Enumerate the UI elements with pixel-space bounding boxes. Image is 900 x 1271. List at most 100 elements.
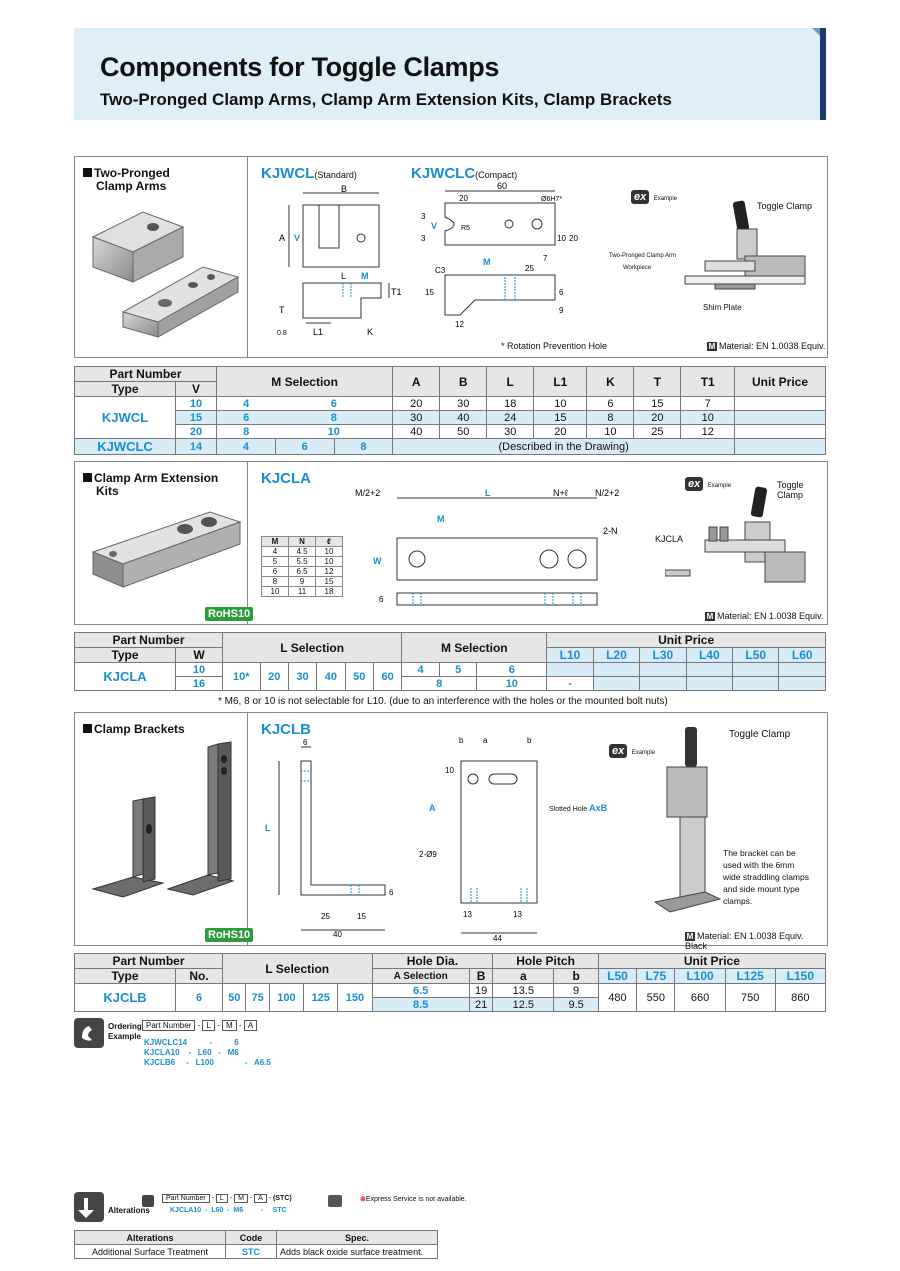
table-cell: 4 <box>401 662 440 677</box>
th-l1: L1 <box>533 366 588 397</box>
table-cell: 20 <box>259 662 289 691</box>
table-cell: 40 <box>316 662 346 691</box>
svg-text:40: 40 <box>333 930 342 939</box>
kjwclc-drawing: 60 20 Ø6H7* R5 3 V 3 10 20 7 25 M 15 6 9… <box>421 181 578 329</box>
price-cell <box>592 662 641 677</box>
mini-td: 18 <box>315 586 343 597</box>
table-cell: 10 <box>680 410 735 425</box>
th-l50: L50 <box>597 968 638 984</box>
th-part-number: Part Number <box>74 953 223 969</box>
table-cell: Adds black oxide surface treatment. <box>276 1244 438 1259</box>
svg-text:15: 15 <box>425 288 434 297</box>
th-l75: L75 <box>636 968 676 984</box>
svg-text:a: a <box>483 736 488 745</box>
table-cell: 10 <box>533 396 588 411</box>
format-part-number: Part Number <box>142 1020 196 1031</box>
table-cell: 125 <box>303 983 339 1012</box>
th-k: K <box>586 366 635 397</box>
table-cell: 25 <box>633 424 682 439</box>
th-v: V <box>175 381 217 397</box>
mini-td: 4 <box>261 546 289 557</box>
table-cell: 10 <box>175 662 223 677</box>
table-cell: Additional Surface Treatment <box>74 1244 226 1259</box>
cell-type-kjclb: KJCLB <box>74 983 176 1012</box>
price-cell <box>639 662 687 677</box>
svg-text:b: b <box>459 736 464 745</box>
desc-line: clamps. <box>723 896 753 906</box>
th-l: L <box>486 366 535 397</box>
mini-td: 15 <box>315 576 343 587</box>
alt-a: A <box>254 1194 267 1203</box>
svg-text:Ø6H7*: Ø6H7* <box>541 196 562 203</box>
th-code: Code <box>225 1230 277 1245</box>
table-cell: 10 <box>275 424 394 439</box>
svg-text:13: 13 <box>463 910 472 919</box>
th-a: a <box>492 968 555 984</box>
table-cell: 15 <box>533 410 588 425</box>
table-cell: 50 <box>439 424 488 439</box>
th-b-pitch: b <box>553 968 599 984</box>
th-t: T <box>633 366 682 397</box>
mini-td: 9 <box>288 576 316 587</box>
table-cell: 5 <box>438 662 478 677</box>
panel-clamp-brackets: Clamp Brackets RoHS10 KJCLB 6 L 25 15 40… <box>74 712 828 951</box>
table-cell: 30 <box>439 396 488 411</box>
no-express-icon: ⊗ <box>360 1196 366 1203</box>
table-cell: 7 <box>680 396 735 411</box>
table-cell: 12 <box>680 424 735 439</box>
panel-left <box>75 713 248 945</box>
svg-text:44: 44 <box>493 934 502 943</box>
table-cell: 4 <box>216 396 276 411</box>
price-cell: 860 <box>774 983 827 1012</box>
described-in-drawing: (Described in the Drawing) <box>392 438 735 455</box>
example-badge: ex Example <box>631 187 677 205</box>
mini-th: M <box>261 536 289 547</box>
mini-td: 12 <box>315 566 343 577</box>
label-toggle-clamp-3: Toggle Clamp <box>729 729 791 740</box>
svg-text:6: 6 <box>303 738 308 747</box>
table-cell: 40 <box>392 424 441 439</box>
price-cell <box>685 676 734 691</box>
slotted-hole-label: Slotted Hole AxB <box>549 803 608 813</box>
express-note: ⊗Express Service is not available. <box>360 1196 467 1203</box>
table-cell: 40 <box>439 410 488 425</box>
mini-td: 10 <box>315 546 343 557</box>
svg-text:W: W <box>373 556 382 566</box>
table-cell: 20 <box>633 410 682 425</box>
svg-text:3: 3 <box>421 212 426 221</box>
table-cell: 6 <box>586 396 635 411</box>
svg-text:M: M <box>437 514 445 524</box>
th-l-selection: L Selection <box>222 953 373 984</box>
svg-text:2-Ø9: 2-Ø9 <box>419 850 437 859</box>
bracket-example-illustration <box>653 727 722 913</box>
table-cell: 20 <box>392 396 441 411</box>
price-cell: 660 <box>674 983 726 1012</box>
th-part-number: Part Number <box>74 632 223 648</box>
price-cell: 480 <box>597 983 638 1012</box>
code-kjwcl: KJWCL(Standard) <box>261 165 357 182</box>
th-type: Type <box>74 647 176 663</box>
alt-m: M <box>234 1194 248 1203</box>
table-cell: 21 <box>468 997 494 1012</box>
page-subtitle: Two-Pronged Clamp Arms, Clamp Arm Extens… <box>100 90 672 109</box>
svg-text:L: L <box>485 488 491 498</box>
svg-text:20: 20 <box>459 194 468 203</box>
table-cell: 50 <box>344 662 374 691</box>
svg-text:10: 10 <box>445 766 454 775</box>
svg-text:2-N: 2-N <box>603 526 618 536</box>
th-l50: L50 <box>731 647 780 663</box>
mini-th: N <box>288 536 316 547</box>
ordering-format: Part Number - L - M - A <box>142 1020 258 1031</box>
section-title-brackets: Clamp Brackets <box>83 723 185 736</box>
svg-text:6: 6 <box>559 288 564 297</box>
svg-text:25: 25 <box>321 912 330 921</box>
th-no: No. <box>175 968 223 984</box>
mini-th: ℓ <box>315 536 343 547</box>
